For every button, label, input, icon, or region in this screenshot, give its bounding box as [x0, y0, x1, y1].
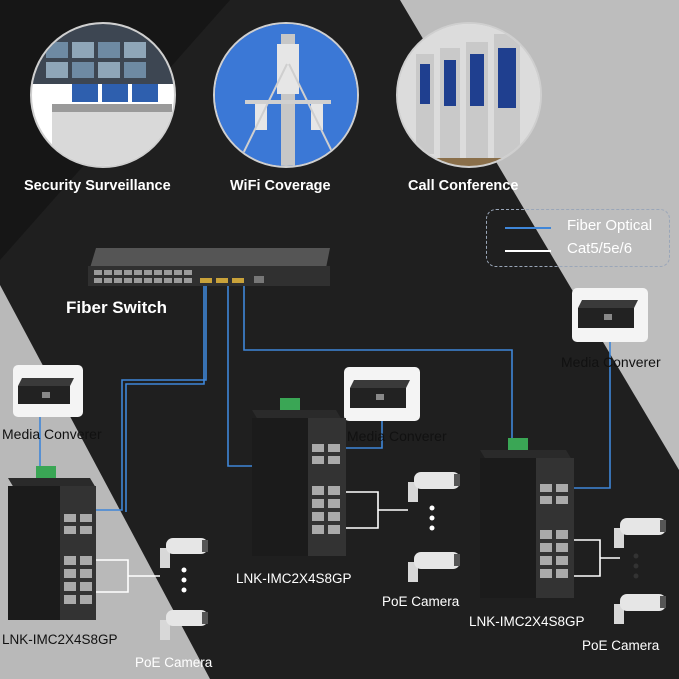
media-converter-right — [572, 288, 648, 342]
legend-cat-line — [505, 250, 551, 252]
camera-group-right — [614, 518, 666, 624]
fiber-switch-sfp-ports — [200, 278, 244, 283]
wifi-coverage-photo — [213, 22, 359, 168]
legend-fiber-label: Fiber Optical — [567, 217, 653, 234]
legend: Fiber Optical Cat5/5e/6 — [486, 209, 670, 267]
camera-icon — [614, 518, 666, 548]
media-converter-label-left: Media Converer — [2, 426, 102, 442]
fiber-switch-top — [90, 248, 330, 268]
application-label-surveillance: Security Surveillance — [24, 178, 171, 194]
fiber-mc-right — [560, 340, 611, 489]
application-label-conference: Call Conference — [408, 178, 519, 194]
edge-switch-model-left: LNK-IMC2X4S8GP — [2, 632, 118, 647]
poe-camera-label-middle: PoE Camera — [382, 594, 460, 609]
media-converter-middle — [344, 367, 420, 421]
media-converter-label-right: Media Converer — [561, 354, 661, 370]
call-conference-photo — [396, 22, 542, 168]
legend-cat-label: Cat5/5e/6 — [567, 240, 633, 257]
camera-icon — [614, 594, 666, 624]
fiber-switch-label: Fiber Switch — [66, 298, 168, 317]
fiber-link-left — [88, 285, 207, 511]
fiber-switch-ports — [94, 270, 192, 283]
camera-group-middle — [408, 472, 460, 582]
fiber-link-left-b — [125, 285, 205, 512]
copper-cables — [95, 491, 620, 593]
camera-group-left — [160, 538, 208, 640]
edge-switch-model-right: LNK-IMC2X4S8GP — [469, 614, 585, 629]
fiber-switch-console — [254, 276, 264, 283]
camera-icon — [160, 610, 208, 640]
edge-switch-model-middle: LNK-IMC2X4S8GP — [236, 571, 352, 586]
legend-fiber-line — [505, 227, 551, 229]
edge-switch-middle — [252, 398, 346, 556]
fiber-mc-middle — [340, 418, 383, 449]
camera-icon — [160, 538, 208, 568]
camera-icon — [408, 552, 460, 582]
poe-camera-label-left: PoE Camera — [135, 655, 213, 670]
poe-camera-label-right: PoE Camera — [582, 638, 660, 653]
media-converter-label-middle: Media Converer — [347, 428, 447, 444]
edge-switch-right — [480, 438, 574, 598]
application-label-wifi: WiFi Coverage — [230, 178, 331, 194]
edge-switch-left — [8, 466, 96, 620]
media-converter-left — [13, 365, 83, 417]
camera-icon — [408, 472, 460, 502]
